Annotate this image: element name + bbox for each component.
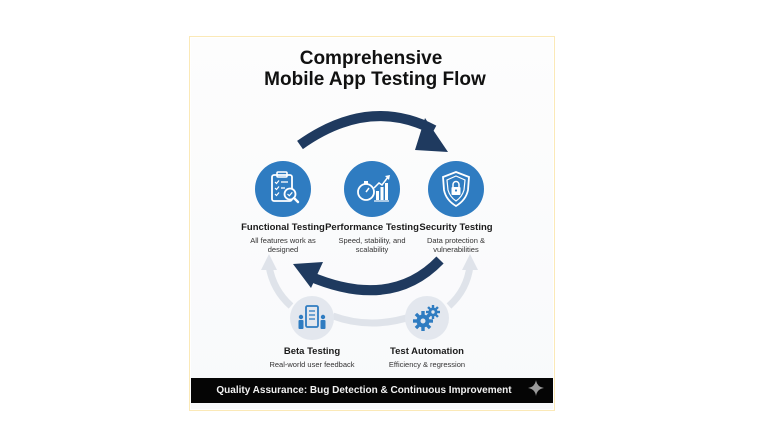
bottom-arrowhead-icon: [293, 262, 323, 288]
automation-icon-circle: [405, 296, 449, 340]
security-desc: Data protection & vulnerabilities: [427, 236, 485, 254]
performance-title: Performance Testing: [325, 222, 419, 233]
node-test-automation: Test Automation Efficiency & regression: [367, 296, 487, 369]
users-with-phone-icon: [298, 305, 326, 329]
stopwatch-bar-chart-icon: [357, 175, 390, 202]
performance-icon-circle: [344, 161, 400, 217]
gears-icon: [413, 305, 440, 331]
node-beta-testing: Beta Testing Real-world user feedback: [252, 296, 372, 369]
title-line-1: Comprehensive: [299, 48, 443, 69]
light-arrowhead-left-icon: [261, 254, 277, 270]
diagram-card: Comprehensive Mobile App Testing Flow: [189, 36, 555, 411]
light-arrowhead-right-icon: [462, 254, 478, 270]
security-title: Security Testing: [419, 222, 493, 233]
automation-desc: Efficiency & regression: [388, 360, 466, 369]
node-performance-testing: Performance Testing Speed, stability, an…: [312, 161, 432, 254]
shield-lock-icon: [442, 171, 470, 208]
top-arrowhead-icon: [415, 118, 448, 152]
functional-desc: All features work as designed: [250, 236, 316, 254]
diagram-canvas: Comprehensive Mobile App Testing Flow: [191, 38, 553, 409]
bottom-cycle-arrow: [307, 256, 444, 296]
node-functional-testing: Functional Testing All features work as …: [223, 161, 343, 254]
footer-banner: Quality Assurance: Bug Detection & Conti…: [191, 378, 553, 403]
automation-title: Test Automation: [390, 346, 464, 357]
functional-title: Functional Testing: [241, 222, 325, 233]
functional-icon-circle: [255, 161, 311, 217]
performance-desc: Speed, stability, and scalability: [338, 236, 406, 254]
beta-icon-circle: [290, 296, 334, 340]
beta-title: Beta Testing: [283, 346, 341, 357]
clipboard-checklist-magnifier-icon: [271, 171, 300, 204]
footer-text: Quality Assurance: Bug Detection & Conti…: [216, 385, 512, 396]
flow-arrows: [261, 111, 478, 327]
title-line-2: Mobile App Testing Flow: [264, 69, 486, 90]
sparkle-icon: [528, 380, 544, 396]
top-cycle-arrow: [297, 111, 437, 150]
security-icon-circle: [428, 161, 484, 217]
beta-desc: Real-world user feedback: [269, 360, 355, 369]
node-security-testing: Security Testing Data protection & vulne…: [396, 161, 516, 254]
